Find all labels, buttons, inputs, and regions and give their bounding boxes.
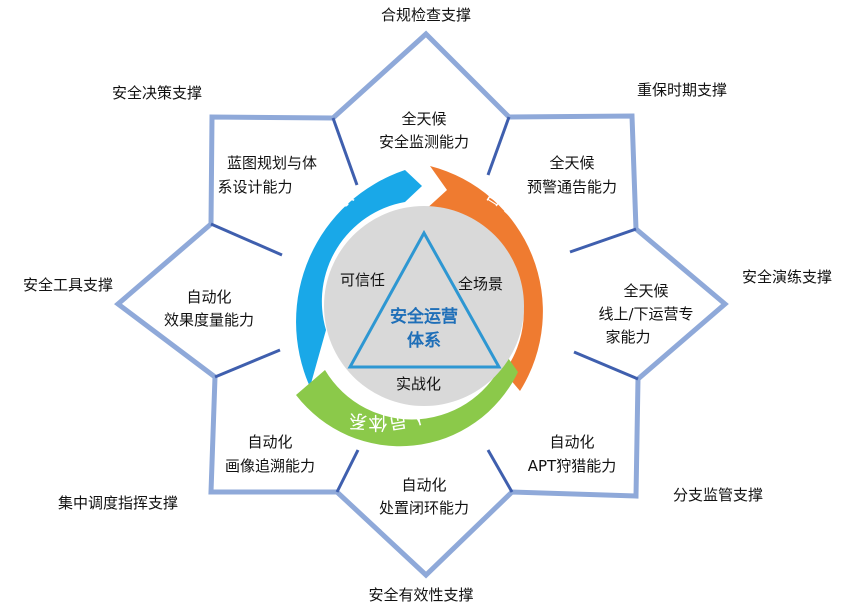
svg-text:线上/下运营专: 线上/下运营专: [598, 305, 693, 323]
svg-text:系设计能力: 系设计能力: [217, 178, 292, 196]
svg-text:蓝图规划与体: 蓝图规划与体: [227, 154, 317, 172]
star-label: 安全决策支撑: [112, 84, 202, 102]
svg-text:预警通告能力: 预警通告能力: [527, 178, 617, 196]
core-triangle: [347, 229, 502, 369]
svg-text:全天候: 全天候: [549, 154, 594, 172]
spoke: [569, 227, 637, 254]
capability-apt: 自动化 APT狩猎能力: [528, 433, 616, 475]
core-circle: [324, 206, 524, 406]
capability-labels: 全天候 安全监测能力 全天候 预警通告能力 全天候 线上/下运营专 家能力 自动…: [164, 110, 694, 517]
spoke: [210, 222, 283, 257]
capability-expert: 全天候 线上/下运营专 家能力: [598, 282, 693, 346]
core-label-trust: 可信任: [340, 271, 385, 289]
svg-text:处置闭环能力: 处置闭环能力: [379, 499, 469, 517]
center-title-line2: 体系: [407, 330, 441, 351]
center-title-line1: 安全运营: [390, 306, 458, 327]
star-label: 安全有效性支撑: [368, 586, 473, 604]
core-label-scene: 全场景: [458, 275, 503, 293]
star-label: 集中调度指挥支撑: [58, 494, 178, 512]
spoke: [214, 348, 281, 379]
capability-warning: 全天候 预警通告能力: [527, 154, 617, 196]
svg-text:自动化: 自动化: [401, 476, 446, 494]
svg-text:家能力: 家能力: [605, 328, 650, 346]
svg-text:全天候: 全天候: [623, 282, 668, 300]
star-point-labels: 合规检查支撑 重保时期支撑 安全演练支撑 分支监管支撑 安全有效性支撑 集中调度…: [23, 6, 832, 604]
svg-text:画像追溯能力: 画像追溯能力: [225, 457, 315, 475]
star-label: 分支监管支撑: [673, 486, 763, 504]
spoke: [486, 449, 514, 493]
svg-text:自动化: 自动化: [549, 433, 594, 451]
svg-text:安全监测能力: 安全监测能力: [379, 133, 469, 151]
capability-monitoring: 全天候 安全监测能力: [379, 110, 469, 151]
people-system-arc: [296, 355, 518, 447]
svg-text:APT狩猎能力: APT狩猎能力: [528, 457, 616, 475]
star-label: 安全工具支撑: [23, 276, 113, 294]
svg-text:全天候: 全天候: [401, 110, 446, 128]
spoke: [486, 116, 511, 176]
spoke: [331, 117, 359, 186]
star-label: 安全演练支撑: [742, 268, 832, 286]
star-label: 合规检查支撑: [381, 6, 471, 24]
core-label-combat: 实战化: [396, 375, 441, 393]
capability-metrics: 自动化 效果度量能力: [164, 288, 254, 329]
star-label: 重保时期支撑: [637, 81, 727, 99]
svg-text:自动化: 自动化: [186, 288, 231, 306]
svg-text:效果度量能力: 效果度量能力: [164, 311, 254, 329]
spoke: [573, 350, 639, 381]
mgmt-system-arc: [424, 166, 543, 391]
tech-system-arc: [296, 170, 422, 387]
capability-blueprint: 蓝图规划与体 系设计能力: [217, 154, 317, 196]
spokes: [210, 116, 639, 493]
capability-disposal: 自动化 处置闭环能力: [379, 476, 469, 517]
svg-text:自动化: 自动化: [247, 433, 292, 451]
spoke: [335, 449, 360, 493]
capability-profile: 自动化 画像追溯能力: [225, 433, 315, 475]
